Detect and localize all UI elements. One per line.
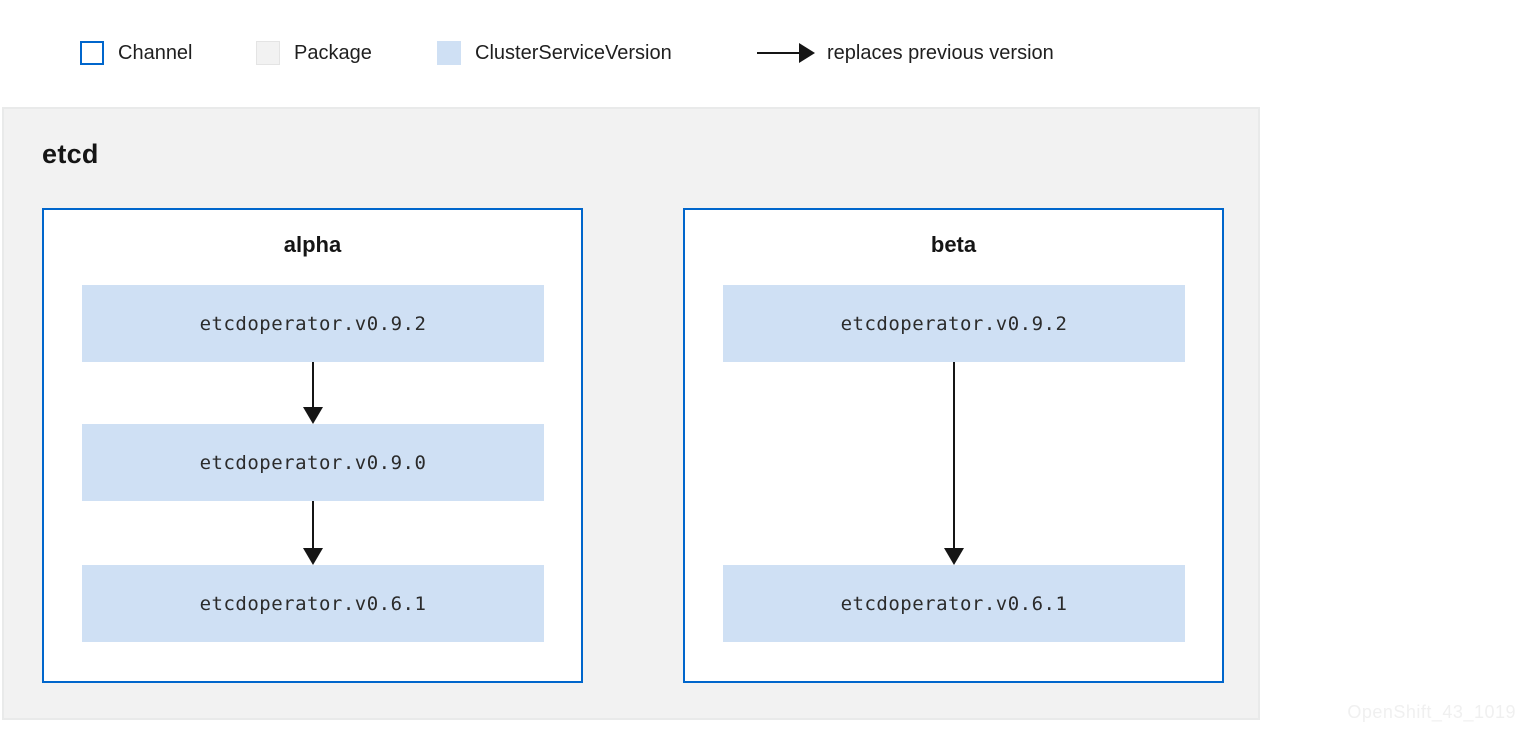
legend-label-channel: Channel bbox=[118, 41, 193, 64]
legend-label-clusterserviceversion: ClusterServiceVersion bbox=[475, 41, 672, 64]
csv-node-beta-v0-9-2: etcdoperator.v0.9.2 bbox=[723, 285, 1185, 362]
replaces-arrow-icon bbox=[944, 362, 964, 565]
arrow-line bbox=[312, 362, 314, 409]
channel-box-beta: beta etcdoperator.v0.9.2 etcdoperator.v0… bbox=[683, 208, 1224, 683]
replaces-arrow-icon bbox=[303, 362, 323, 424]
csv-swatch-icon bbox=[437, 41, 461, 65]
arrow-line bbox=[312, 501, 314, 550]
arrow-head bbox=[799, 43, 815, 63]
arrow-line bbox=[953, 362, 955, 550]
legend-item-clusterserviceversion: ClusterServiceVersion bbox=[437, 40, 672, 66]
csv-node-beta-v0-6-1: etcdoperator.v0.6.1 bbox=[723, 565, 1185, 642]
replaces-arrow-icon bbox=[303, 501, 323, 565]
watermark: OpenShift_43_1019 bbox=[1347, 702, 1516, 722]
csv-node-alpha-v0-9-0: etcdoperator.v0.9.0 bbox=[82, 424, 544, 501]
channel-box-alpha: alpha etcdoperator.v0.9.2 etcdoperator.v… bbox=[42, 208, 583, 683]
arrow-head bbox=[303, 407, 323, 424]
legend-item-replaces-arrow: replaces previous version bbox=[757, 40, 1054, 66]
package-swatch-icon bbox=[256, 41, 280, 65]
legend-label-package: Package bbox=[294, 41, 372, 64]
channel-title-alpha: alpha bbox=[283, 232, 342, 257]
package-title: etcd bbox=[42, 139, 99, 169]
arrow-head bbox=[944, 548, 964, 565]
legend-item-channel: Channel bbox=[80, 40, 193, 66]
legend-label-replaces: replaces previous version bbox=[827, 41, 1054, 64]
arrow-line bbox=[757, 52, 801, 54]
right-arrow-icon bbox=[757, 41, 815, 65]
channel-title-beta: beta bbox=[930, 232, 977, 257]
channel-swatch-icon bbox=[80, 41, 104, 65]
csv-node-alpha-v0-9-2: etcdoperator.v0.9.2 bbox=[82, 285, 544, 362]
package-box-etcd: etcd alpha etcdoperator.v0.9.2 etcdopera… bbox=[2, 107, 1260, 720]
legend-item-package: Package bbox=[256, 40, 372, 66]
csv-node-alpha-v0-6-1: etcdoperator.v0.6.1 bbox=[82, 565, 544, 642]
arrow-head bbox=[303, 548, 323, 565]
